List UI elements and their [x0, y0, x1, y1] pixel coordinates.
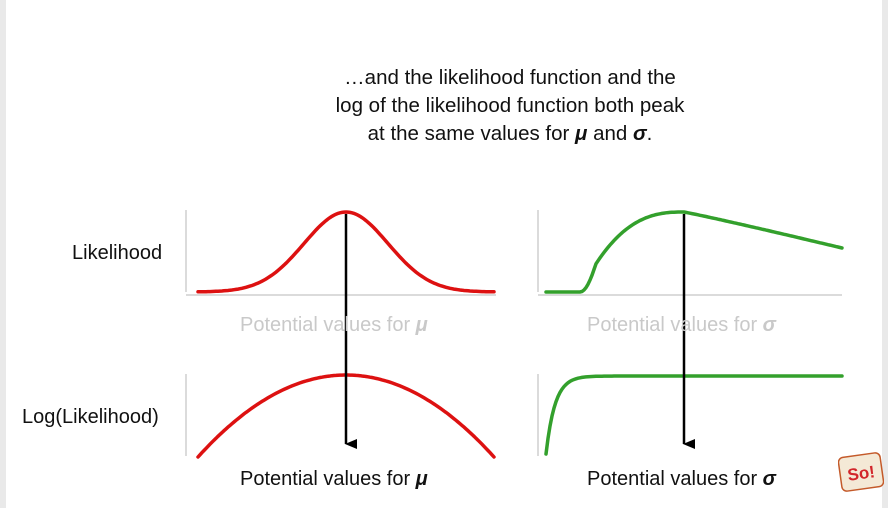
sigma-log-likelihood-curve [544, 374, 844, 456]
caption-mu-symbol: μ [575, 122, 588, 145]
likelihood-row-label: Likelihood [72, 242, 163, 264]
bottom-left-axis-label: Potential values for μ [240, 468, 428, 491]
statquest-badge-icon: So! [838, 452, 884, 492]
top-left-mu-symbol: μ [415, 314, 428, 336]
top-right-axis-label-text: Potential values for [587, 314, 763, 336]
bottom-right-axis-label: Potential values for σ [587, 468, 776, 491]
top-left-axis-label: Potential values for μ [240, 314, 428, 337]
bottom-right-sigma-symbol: σ [762, 468, 776, 490]
top-right-sigma-symbol: σ [762, 314, 776, 336]
bottom-right-axis-label-text: Potential values for [587, 468, 763, 490]
top-right-axis-label: Potential values for σ [587, 314, 776, 337]
frame-right-edge [882, 0, 888, 508]
caption-period: . [646, 122, 653, 145]
caption-line-1: …and the likelihood function and the [344, 66, 676, 89]
bottom-left-axis-label-text: Potential values for [240, 468, 416, 490]
sigma-likelihood-curve [544, 210, 844, 294]
frame-left-edge [0, 0, 6, 508]
bottom-left-mu-symbol: μ [415, 468, 428, 490]
caption-line-2: log of the likelihood function both peak [335, 94, 685, 117]
badge-text: So! [846, 462, 876, 485]
mu-likelihood-curve [196, 210, 496, 294]
slide-caption: …and the likelihood function and the log… [250, 64, 770, 148]
caption-line-3: at the same values for μ and σ. [250, 120, 770, 148]
top-left-axis-label-text: Potential values for [240, 314, 416, 336]
caption-line-3-text: at the same values for [367, 122, 576, 145]
caption-and-text: and [587, 122, 634, 145]
caption-sigma-symbol: σ [633, 122, 647, 145]
log-likelihood-row-label: Log(Likelihood) [22, 406, 159, 428]
